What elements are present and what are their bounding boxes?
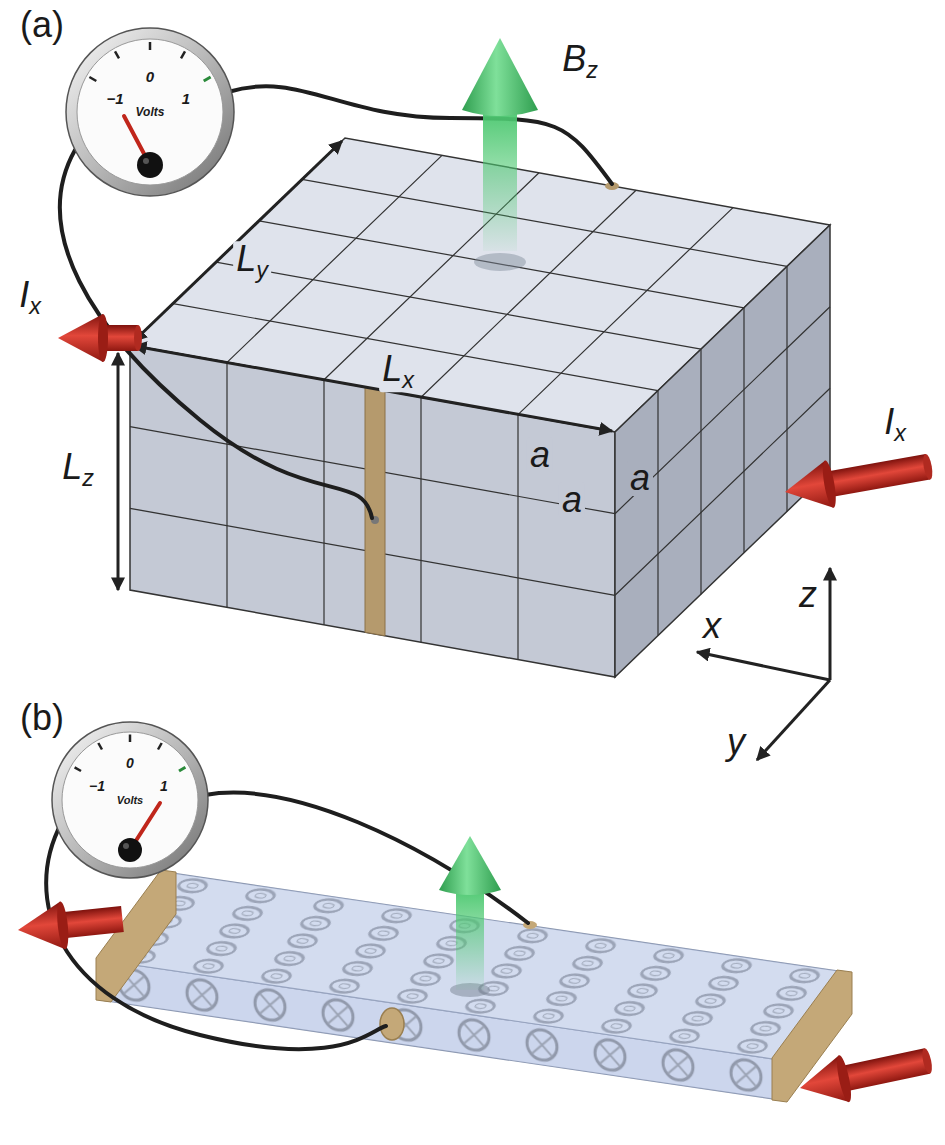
meter-unit: Volts bbox=[133, 106, 168, 118]
dimension-label: Ly bbox=[233, 241, 271, 282]
meter-unit: Volts bbox=[114, 795, 147, 806]
panel-label: (b) bbox=[20, 700, 64, 736]
current-arrow bbox=[795, 1037, 936, 1112]
voltmeter bbox=[66, 28, 234, 196]
current-arrow bbox=[15, 895, 124, 954]
scale-label: −1 bbox=[103, 91, 126, 106]
current-arrow bbox=[58, 314, 142, 362]
field-label: Bz bbox=[562, 41, 598, 82]
axis-label: y bbox=[727, 724, 745, 760]
cell-size-label: a bbox=[559, 482, 585, 518]
cell-size-label: a bbox=[527, 437, 553, 473]
dimension-label: Lz bbox=[62, 449, 94, 490]
scale-label: 0 bbox=[123, 756, 137, 770]
wires bbox=[60, 86, 612, 518]
field-arrow bbox=[439, 836, 501, 997]
dimension-label: Lx bbox=[379, 351, 417, 392]
scale-label: 0 bbox=[143, 69, 157, 84]
cell-size-label: a bbox=[627, 460, 653, 496]
voltmeter bbox=[52, 722, 208, 878]
axis-label: x bbox=[703, 608, 721, 644]
current-arrow bbox=[781, 442, 936, 515]
panel-label: (a) bbox=[20, 7, 64, 43]
metamaterial-slab bbox=[96, 870, 852, 1102]
axis-label: z bbox=[799, 577, 817, 613]
scale-label: 1 bbox=[179, 91, 193, 106]
coordinate-axes bbox=[697, 568, 830, 760]
dimension-arrows bbox=[118, 141, 612, 590]
scale-label: 1 bbox=[157, 779, 171, 793]
current-label: Ix bbox=[19, 277, 41, 318]
current-label: Ix bbox=[884, 404, 906, 445]
field-arrow bbox=[462, 38, 538, 271]
block bbox=[130, 138, 830, 677]
scale-label: −1 bbox=[86, 779, 108, 793]
